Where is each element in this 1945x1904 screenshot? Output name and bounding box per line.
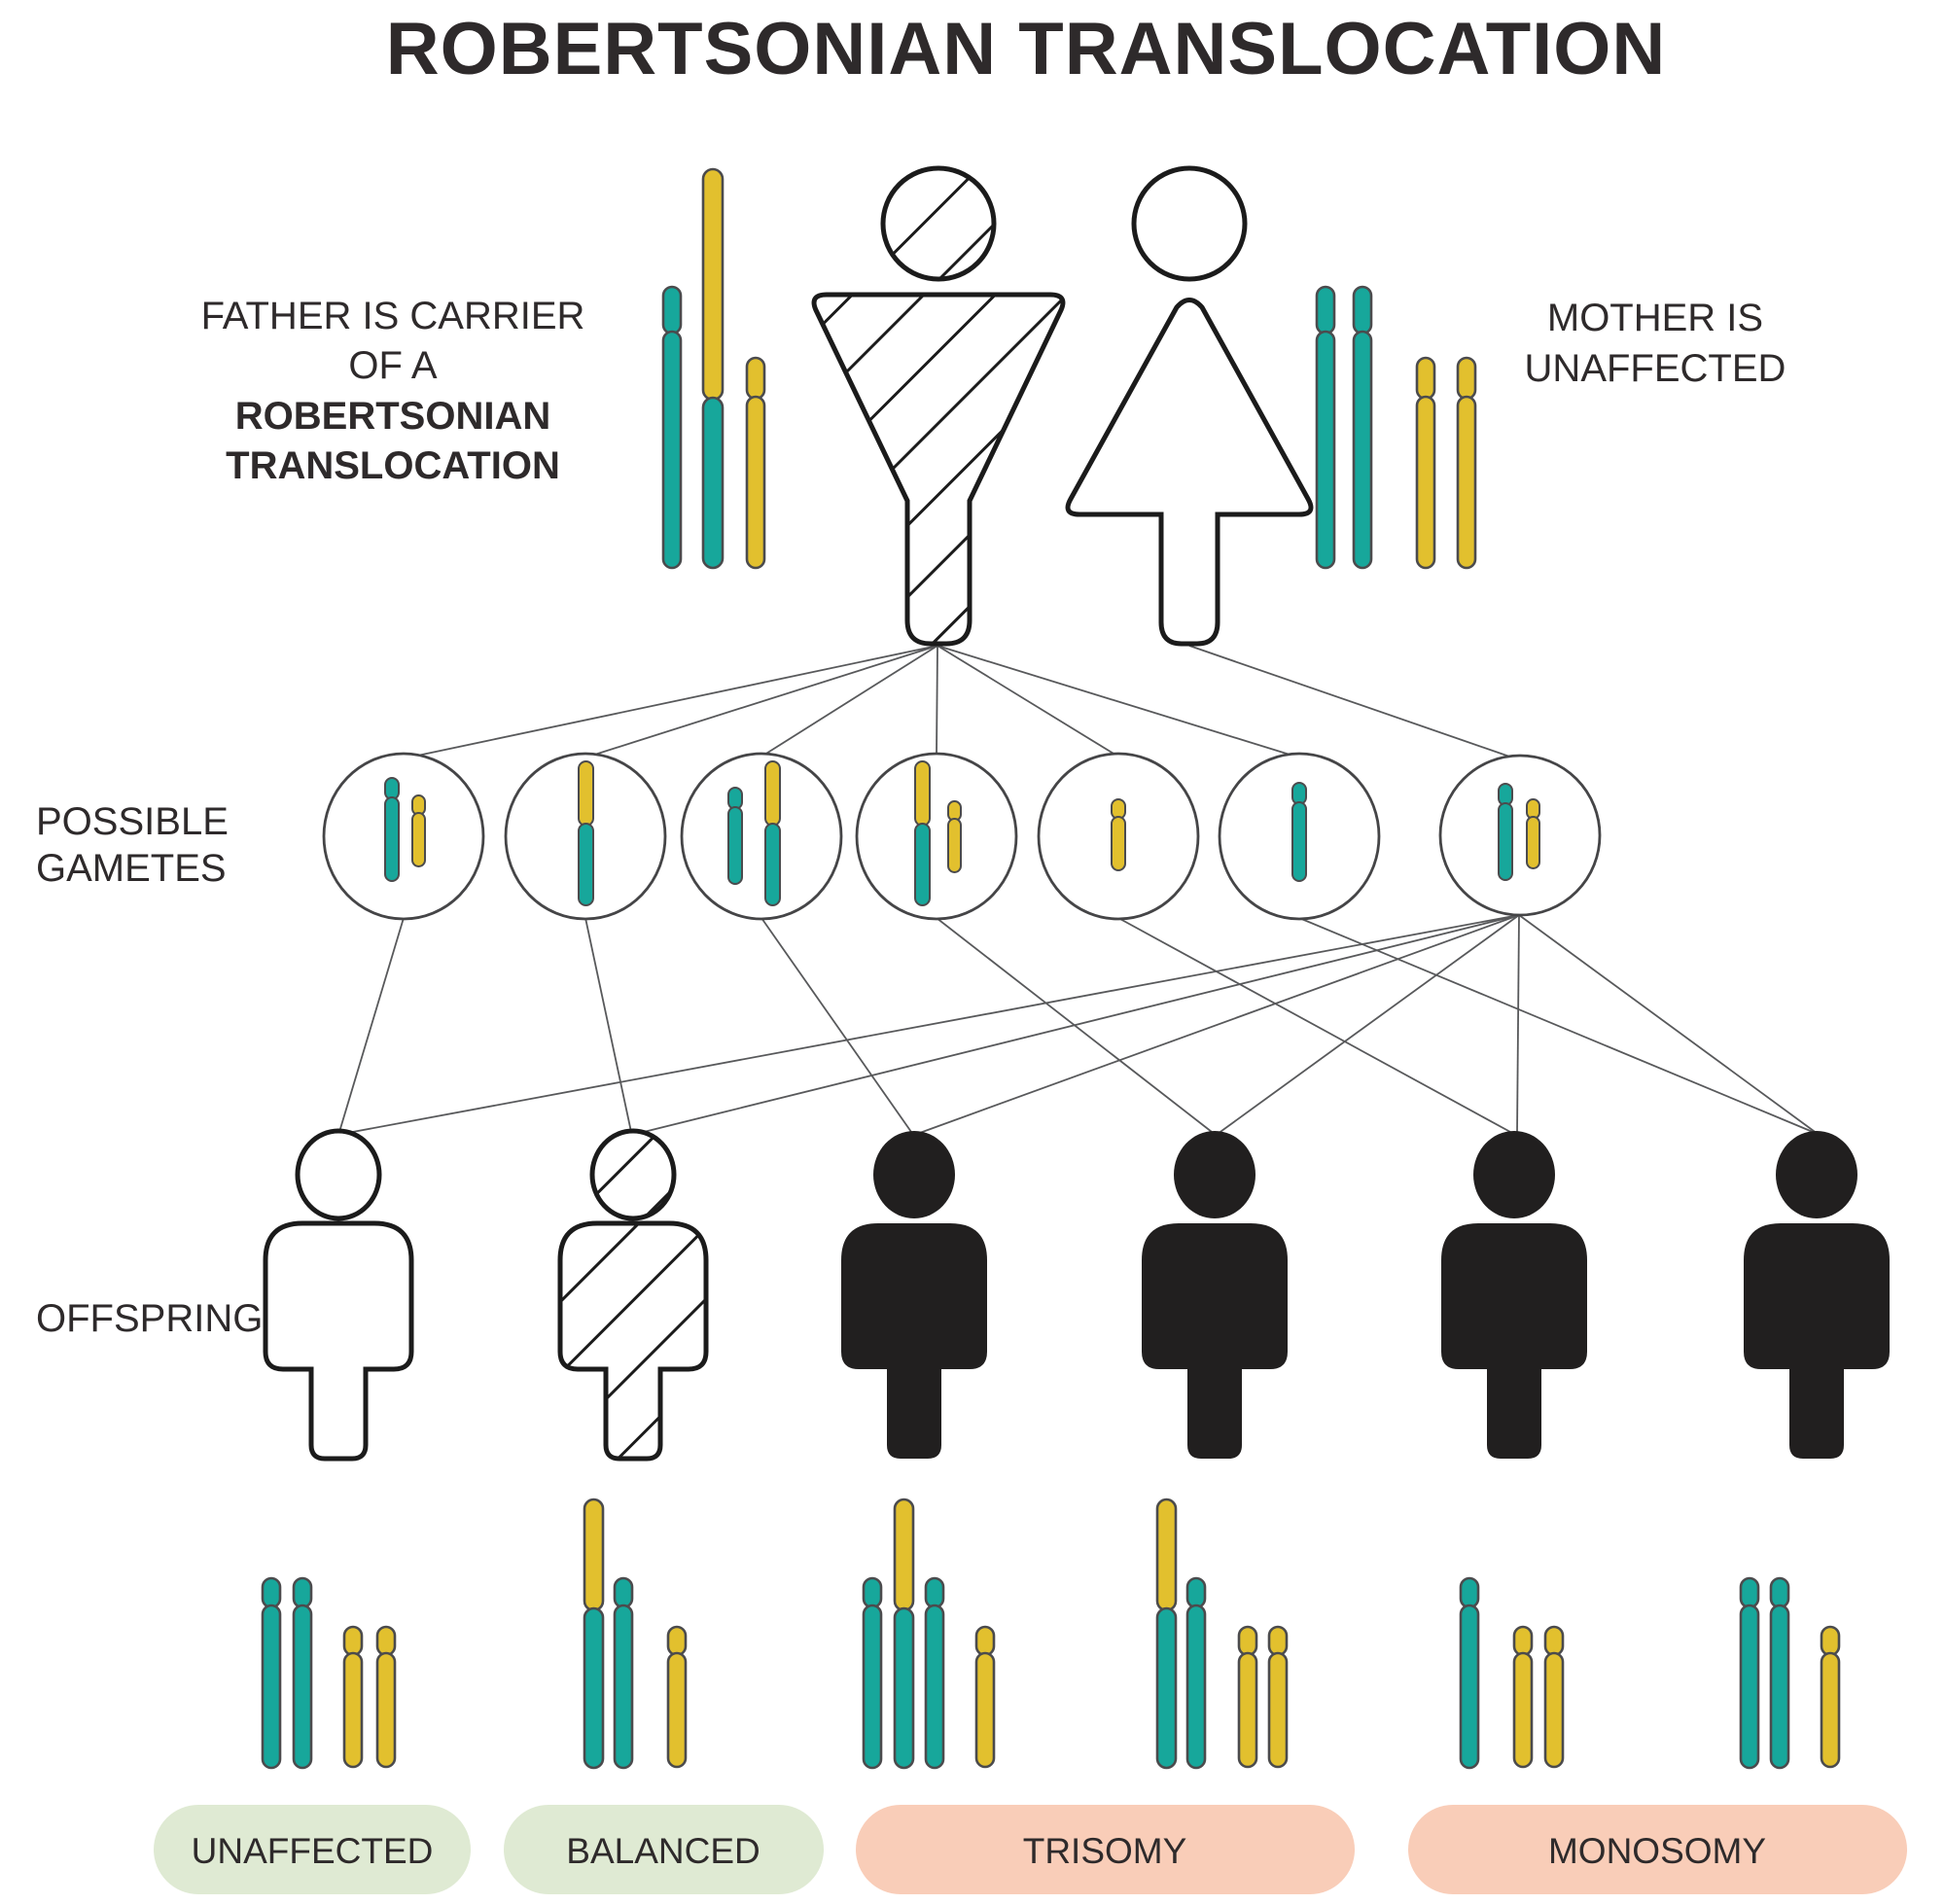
outcome-pill-balanced: BALANCED bbox=[504, 1805, 824, 1894]
mother-label-line2: UNAFFECTED bbox=[1525, 347, 1786, 390]
father-label-line4: TRANSLOCATION bbox=[226, 444, 560, 487]
gamete-6-teal-only bbox=[1218, 752, 1381, 921]
mother-label-line1: MOTHER IS bbox=[1547, 297, 1763, 339]
chromosome-yellow-normal bbox=[745, 356, 766, 570]
offspring-label: OFFSPRING bbox=[36, 1297, 263, 1340]
possible-gametes-line2: GAMETES bbox=[36, 847, 227, 890]
chromosome-teal-normal bbox=[1315, 285, 1336, 570]
father-karyotype bbox=[661, 167, 766, 570]
maternal-gamete-fanout-lines bbox=[341, 914, 1819, 1135]
outcome-label: BALANCED bbox=[566, 1831, 760, 1871]
pill-background bbox=[1408, 1805, 1907, 1894]
pill-background bbox=[856, 1805, 1355, 1894]
outcome-pill-monosomy: MONOSOMY bbox=[1408, 1805, 1907, 1894]
mother-person-icon bbox=[1065, 165, 1314, 647]
gamete-cell-outline bbox=[680, 752, 843, 921]
father-label: FATHER IS CARRIER OF A ROBERTSONIAN TRAN… bbox=[201, 295, 585, 487]
father-head bbox=[880, 165, 997, 282]
gamete-to-offspring-lines bbox=[338, 917, 1814, 1133]
gamete-1-normal bbox=[322, 752, 485, 921]
gamete-4-fused-plus-yellow bbox=[855, 752, 1018, 921]
outcome-label: TRISOMY bbox=[1023, 1831, 1187, 1871]
possible-gametes-label: POSSIBLE GAMETES bbox=[36, 800, 229, 890]
offspring-monosomy-2-icon bbox=[1744, 1131, 1890, 1459]
karyotype-trisomy-2 bbox=[1155, 1498, 1289, 1770]
father-body bbox=[811, 292, 1066, 647]
father-label-line2: OF A bbox=[348, 344, 437, 387]
outcome-label: MONOSOMY bbox=[1548, 1831, 1766, 1871]
mother-head bbox=[1131, 165, 1248, 282]
gamete-3-teal-plus-fused bbox=[680, 752, 843, 921]
offspring-balanced-carrier-icon bbox=[557, 1128, 709, 1462]
karyotype-balanced bbox=[583, 1498, 688, 1770]
outcome-label: UNAFFECTED bbox=[192, 1831, 434, 1871]
chromosome-yellow-normal bbox=[1415, 356, 1436, 570]
possible-gametes-line1: POSSIBLE bbox=[36, 800, 229, 843]
father-label-line3: ROBERTSONIAN bbox=[235, 395, 550, 438]
gamete-cell-outline bbox=[1438, 754, 1602, 917]
mother-body bbox=[1065, 298, 1314, 647]
father-label-line1: FATHER IS CARRIER bbox=[201, 295, 585, 337]
offspring-monosomy-1-icon bbox=[1441, 1131, 1587, 1459]
mother-karyotype bbox=[1315, 285, 1477, 570]
offspring-trisomy-1-icon bbox=[841, 1131, 987, 1459]
father-person-icon bbox=[811, 165, 1066, 647]
chromosome-yellow-normal bbox=[1456, 356, 1477, 570]
chromosome-fused-translocation bbox=[701, 167, 725, 570]
mother-label: MOTHER IS UNAFFECTED bbox=[1525, 297, 1786, 390]
offspring-trisomy-2-icon bbox=[1142, 1131, 1288, 1459]
karyotype-monosomy-1 bbox=[1459, 1576, 1565, 1770]
karyotype-monosomy-2 bbox=[1739, 1576, 1841, 1770]
karyotype-trisomy-1 bbox=[862, 1498, 996, 1770]
diagram-title: ROBERTSONIAN TRANSLOCATION bbox=[386, 8, 1667, 90]
chromosome-teal-normal bbox=[1352, 285, 1373, 570]
pill-background bbox=[504, 1805, 824, 1894]
gamete-2-balanced-fused-only bbox=[504, 752, 667, 921]
outcome-pill-unaffected: UNAFFECTED bbox=[154, 1805, 471, 1894]
father-to-gamete-lines bbox=[403, 645, 1300, 759]
pill-background bbox=[154, 1805, 471, 1894]
gamete-5-yellow-only bbox=[1037, 752, 1200, 921]
gamete-cell-outline bbox=[322, 752, 485, 921]
outcome-pill-trisomy: TRISOMY bbox=[856, 1805, 1355, 1894]
mother-to-gamete-line bbox=[1188, 645, 1519, 760]
chromosome-teal-normal bbox=[661, 285, 683, 570]
gamete-7-maternal-normal bbox=[1438, 754, 1602, 917]
gamete-cell-outline bbox=[855, 752, 1018, 921]
karyotype-unaffected bbox=[261, 1576, 397, 1770]
offspring-unaffected-icon bbox=[263, 1128, 414, 1462]
